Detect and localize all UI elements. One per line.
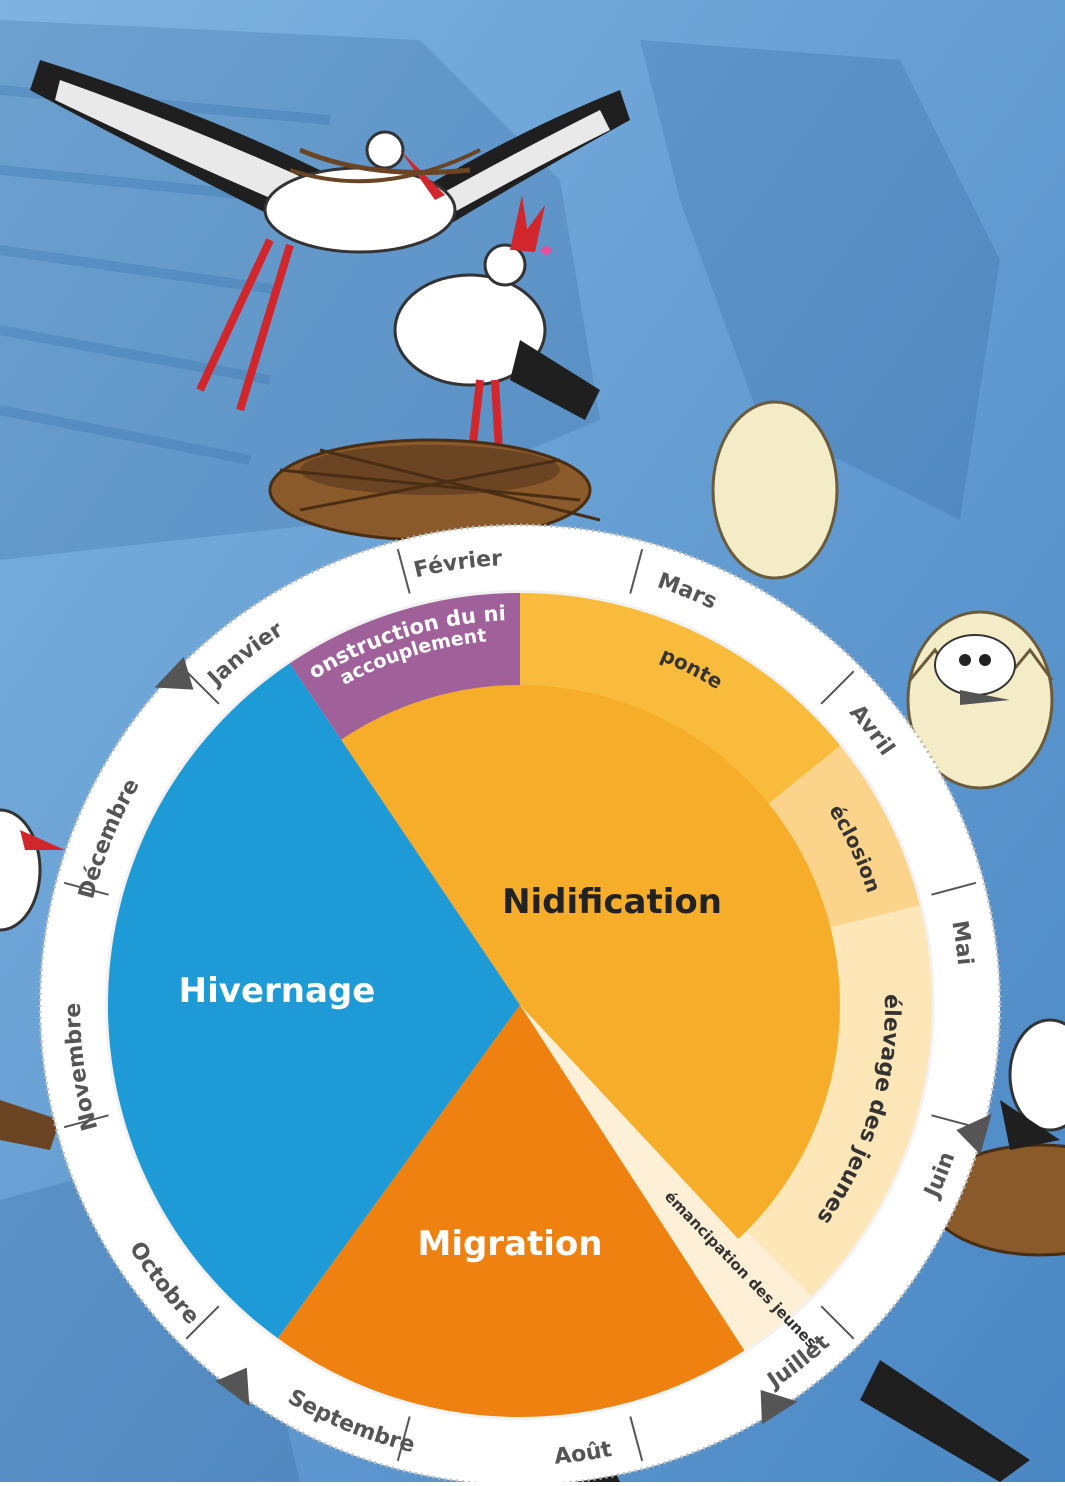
phase-label-nidification: Nidification — [502, 882, 722, 922]
month-divider — [185, 1305, 220, 1340]
month-divider — [629, 548, 644, 594]
month-divider — [820, 1305, 855, 1340]
emancipation-slice — [520, 1005, 740, 1276]
month-divider — [820, 670, 855, 705]
month-divider — [396, 548, 411, 594]
month-divider — [931, 881, 977, 896]
left-stork-partial-illustration — [0, 808, 65, 1150]
phase-label-migration: Migration — [417, 1224, 602, 1264]
month-divider — [629, 1416, 644, 1462]
nidification-sector-a — [341, 685, 520, 1005]
nidification-sector-b — [520, 685, 840, 1239]
wing-feather-lines — [0, 85, 331, 465]
month-divider — [185, 670, 220, 705]
annual-cycle-wheel: Janvier Février Mars Avril Mai Juin Juil… — [38, 523, 1002, 1486]
egg-illustration — [711, 400, 839, 580]
month-divider — [396, 1416, 411, 1462]
month-dividers — [63, 548, 977, 1462]
arrow-octobre — [215, 1367, 250, 1407]
hatching-chick-illustration — [906, 610, 1054, 790]
heart-icon — [540, 246, 552, 255]
arrow-juillet — [760, 1390, 798, 1425]
phase-sectors — [99, 584, 941, 1426]
transition-arrows — [154, 656, 992, 1425]
arrow-janvier — [154, 656, 194, 690]
month-divider — [63, 1114, 109, 1129]
ring-separator — [99, 584, 941, 1426]
hivernage-sector — [107, 663, 520, 1339]
flying-stork-illustration — [30, 60, 630, 412]
migration-inner — [331, 1005, 695, 1326]
phase-label-hivernage: Hivernage — [179, 971, 376, 1011]
top-nest-illustration — [268, 438, 601, 542]
arrow-mai — [956, 1113, 992, 1155]
month-divider — [63, 881, 109, 896]
